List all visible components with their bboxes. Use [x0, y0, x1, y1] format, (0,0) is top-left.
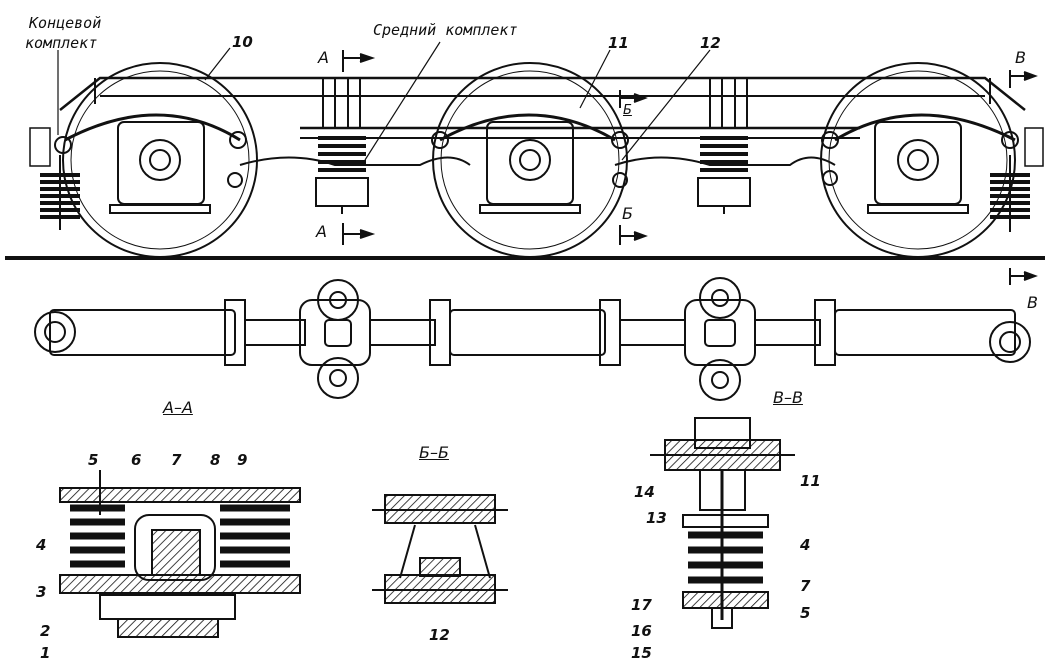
end-set-label-line1: Концевой — [29, 14, 102, 32]
part-number-7-vv: 7 — [800, 577, 811, 595]
part-number-7: 7 — [171, 451, 182, 469]
axle-box-right — [867, 121, 969, 214]
section-mark-b-top: Б — [623, 103, 632, 118]
side-view — [5, 41, 1045, 285]
section-title-aa: А–А — [163, 398, 193, 417]
part-number-4: 4 — [36, 536, 47, 554]
plan-link-right — [834, 309, 1016, 356]
section-mark-v-top: В — [1015, 48, 1026, 67]
axle-box-middle — [479, 121, 581, 214]
spring-middle-a — [315, 136, 369, 214]
part-number-5-vv: 5 — [800, 604, 811, 622]
equalizer-middle — [439, 113, 616, 142]
spring-middle-b — [697, 136, 751, 214]
section-mark-b-bottom: Б — [622, 204, 633, 223]
part-number-13: 13 — [646, 509, 667, 527]
bogie-frame — [59, 76, 1026, 111]
part-number-3: 3 — [36, 583, 47, 601]
part-number-15: 15 — [631, 644, 652, 662]
section-title-vv: В–В — [773, 388, 803, 407]
plan-view — [34, 277, 1031, 401]
spring-end-right — [990, 127, 1044, 232]
axle-box-left — [109, 121, 211, 214]
part-number-12-bb: 12 — [429, 626, 450, 644]
wheel-right — [820, 62, 1016, 258]
section-mark-v-bottom: В — [1027, 293, 1038, 312]
part-number-12: 12 — [700, 34, 721, 52]
section-aa-drawing — [59, 470, 301, 638]
part-number-11-vv: 11 — [800, 472, 821, 490]
part-number-5: 5 — [88, 451, 99, 469]
plan-link-middle — [449, 309, 606, 356]
section-mark-a-top: А — [318, 48, 329, 67]
part-number-16: 16 — [631, 622, 652, 640]
section-title-bb: Б–Б — [419, 443, 449, 462]
part-number-1: 1 — [40, 644, 51, 662]
part-number-14: 14 — [634, 483, 655, 501]
middle-set-label: Средний комплект — [373, 21, 518, 39]
part-number-11: 11 — [608, 34, 629, 52]
part-number-6: 6 — [131, 451, 142, 469]
part-number-10: 10 — [232, 33, 253, 51]
plan-link-left — [49, 309, 236, 356]
spring-end-left — [29, 127, 80, 230]
equalizer-left — [64, 113, 241, 142]
part-number-9: 9 — [237, 451, 248, 469]
wheel-left — [62, 62, 258, 258]
part-number-17: 17 — [631, 596, 652, 614]
part-number-8: 8 — [210, 451, 221, 469]
section-bb-drawing — [372, 494, 508, 604]
end-set-label-line2: комплект — [25, 34, 98, 52]
section-mark-a-bottom: А — [316, 222, 327, 241]
section-vv-drawing — [650, 417, 795, 629]
part-number-4-vv: 4 — [800, 536, 811, 554]
part-number-2: 2 — [40, 622, 51, 640]
equalizer-right — [834, 113, 1016, 142]
